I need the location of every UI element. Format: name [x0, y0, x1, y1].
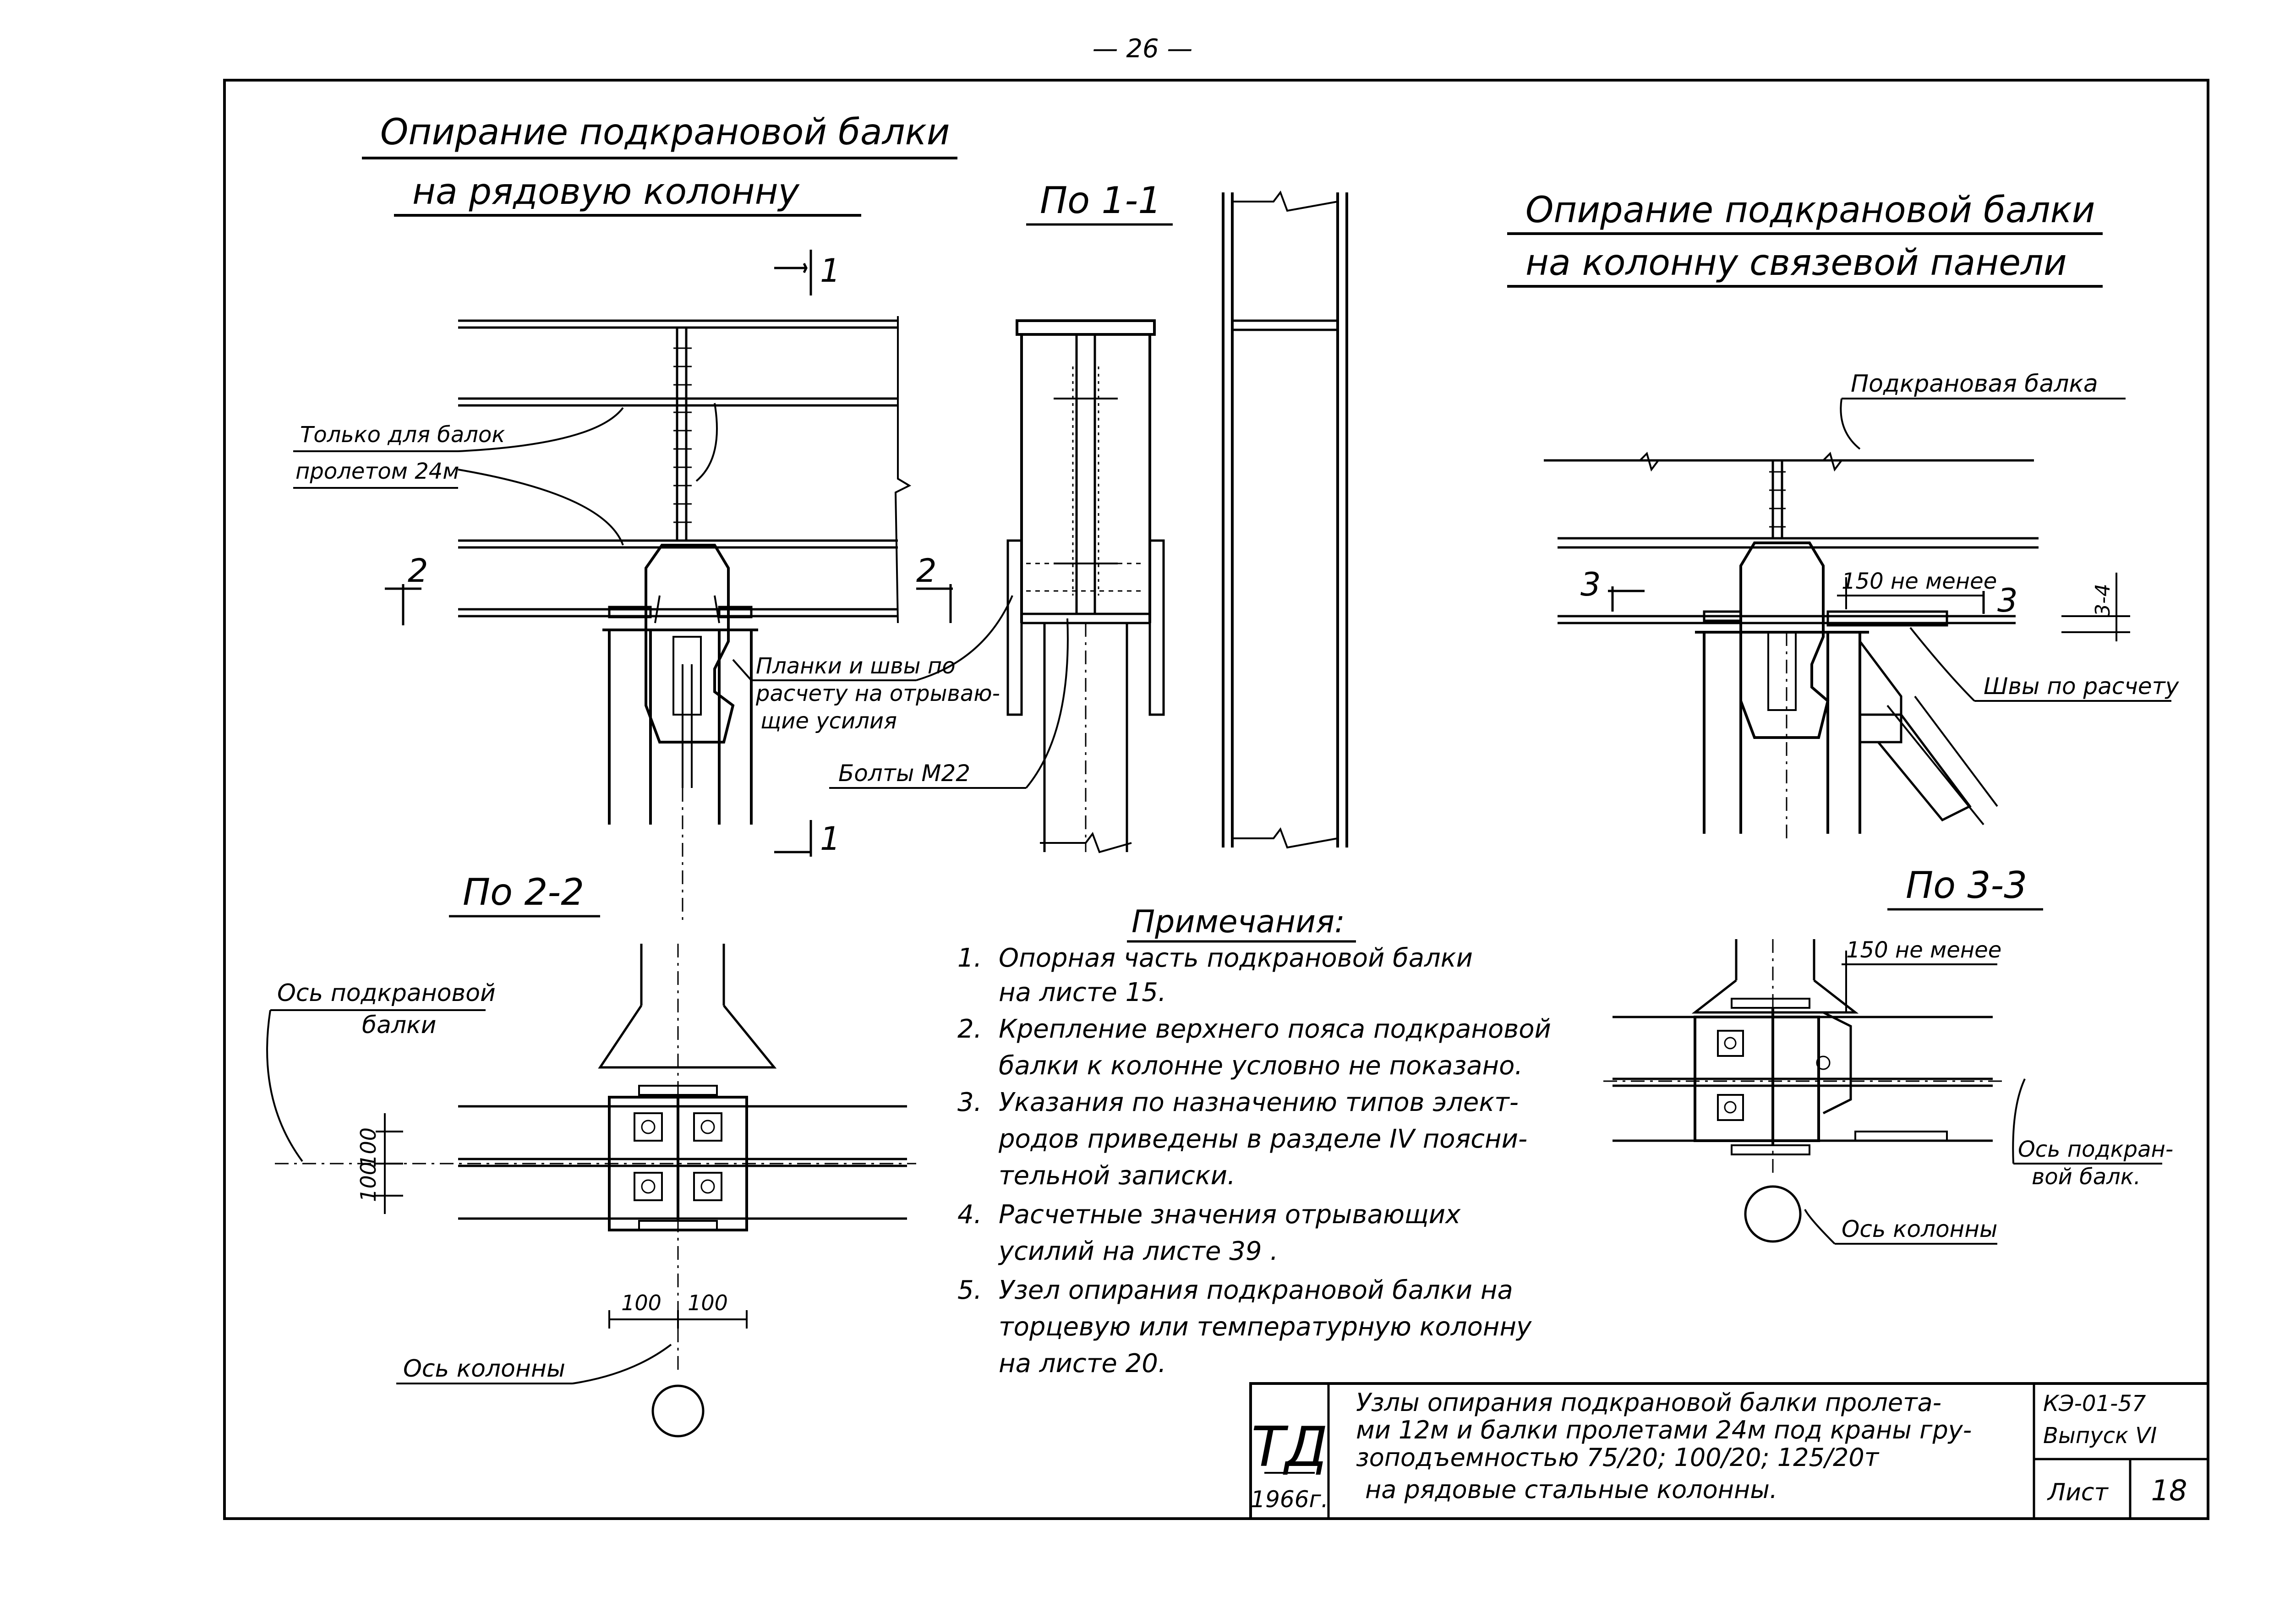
title-block-desc-line1: Узлы опирания подкрановой балки пролета-: [1356, 1388, 1941, 1417]
title-block-desc-line3: зоподъемностью 75/20; 100/20; 125/20т: [1356, 1443, 1880, 1472]
title-block-year: 1966г.: [1251, 1486, 1328, 1513]
section-2-2-label: По 2-2: [463, 871, 584, 913]
section-1-1-label: По 1-1: [1040, 179, 1161, 222]
view-section-1-1: По 1-1 Планки и швы по расчету н: [732, 179, 1348, 853]
note-5-line1: Узел опирания подкрановой балки на: [999, 1275, 1513, 1305]
title-right-line1: Опирание подкрановой балки: [1525, 190, 2095, 231]
view-section-3-3: По 3-3 150 не менее Ось подкран-: [1603, 864, 2173, 1245]
title-right: Опирание подкрановой балки на колонну св…: [1507, 190, 2103, 288]
label-crane-beam: Подкрановая балка: [1851, 370, 2098, 398]
label-column-axis-left: Ось колонны: [403, 1355, 565, 1383]
view-ordinary-column: 1 1 2 2 Только для балок пролетом 24м: [293, 250, 953, 921]
sheet-frame: [223, 79, 2209, 1520]
title-left-line2: на рядовую колонну: [412, 171, 800, 213]
dim-v100-bottom: 100: [356, 1162, 381, 1202]
title-block-desc-line4: на рядовые стальные колонны.: [1365, 1475, 1777, 1504]
dim-v100-top: 100: [356, 1127, 381, 1168]
label-beam-axis-right-line1: Ось подкран-: [2018, 1137, 2173, 1162]
column-axis-circle-right: [1744, 1185, 1802, 1243]
title-left-line1: Опирание подкрановой балки: [380, 112, 950, 153]
note-2-line2: балки к колонне условно не показано.: [999, 1051, 1523, 1081]
title-right-line2: на колонну связевой панели: [1525, 242, 2067, 284]
mark-2-right: 2: [916, 552, 937, 590]
label-plates-line1: Планки и швы по: [756, 653, 956, 679]
notes: Примечания: 1. Опорная часть подкрановой…: [957, 904, 1551, 1378]
mark-3-right: 3: [1997, 582, 2018, 619]
label-only-for-line2: пролетом 24м: [295, 459, 459, 484]
column-axis-circle-left: [651, 1384, 705, 1438]
mark-1-bottom: 1: [820, 820, 841, 858]
note-2-num: 2.: [957, 1014, 982, 1044]
note-3-num: 3.: [957, 1088, 982, 1117]
label-beam-axis-left-line2: балки: [362, 1012, 436, 1039]
note-1-line1: Опорная часть подкрановой балки: [999, 943, 1473, 973]
label-bolts: Болты М22: [838, 760, 970, 787]
dim-h100-right: 100: [688, 1290, 728, 1315]
note-1-line2: на листе 15.: [999, 978, 1166, 1007]
mark-1-top: 1: [820, 252, 841, 290]
title-block-sheet-label: Лист: [2047, 1479, 2109, 1506]
label-plates-line2: расчету на отрываю-: [755, 681, 1000, 706]
bolt-group: [634, 1112, 722, 1201]
label-not-less-1: 150 не менее: [1842, 569, 1997, 594]
title-block-issue: Выпуск VI: [2043, 1423, 2157, 1449]
title-block-desc-line2: ми 12м и балки пролетами 24м под краны г…: [1356, 1416, 1972, 1444]
title-left: Опирание подкрановой балки на рядовую ко…: [362, 112, 957, 217]
note-4-num: 4.: [957, 1200, 982, 1230]
note-3-line1: Указания по назначению типов элект-: [999, 1088, 1519, 1117]
note-5-num: 5.: [957, 1275, 982, 1305]
label-beam-axis-left-line1: Ось подкрановой: [277, 979, 496, 1007]
note-2-line1: Крепление верхнего пояса подкрановой: [999, 1014, 1551, 1044]
label-beam-axis-right-line2: вой балк.: [2032, 1164, 2141, 1190]
dim-h100-left: 100: [621, 1290, 661, 1315]
note-4-line1: Расчетные значения отрывающих: [999, 1200, 1461, 1230]
note-3-line2: родов приведены в разделе IV поясни-: [998, 1124, 1527, 1154]
section-3-3-label: По 3-3: [1906, 864, 2027, 907]
label-column-axis-right: Ось колонны: [1842, 1216, 1997, 1242]
note-1-num: 1.: [957, 943, 982, 973]
label-welds: Швы по расчету: [1984, 673, 2180, 700]
note-5-line2: торцевую или температурную колонну: [999, 1312, 1532, 1342]
page-number: — 26 —: [1093, 34, 1193, 64]
view-bracing-column: Подкрановая балка 3 3: [1544, 370, 2180, 838]
logo-td: ТД: [1251, 1416, 1328, 1479]
note-3-line3: тельной записки.: [999, 1161, 1235, 1191]
label-not-less-2: 150 не менее: [1846, 937, 2001, 963]
title-block: ТД 1966г. Узлы опирания подкрановой балк…: [1249, 1382, 2209, 1520]
view-section-2-2: По 2-2 100: [266, 871, 916, 1438]
label-only-for-line1: Только для балок: [300, 422, 505, 448]
title-block-code: КЭ-01-57: [2043, 1391, 2146, 1416]
dim-3-4: 3-4: [2091, 584, 2115, 617]
mark-2-left: 2: [408, 552, 428, 590]
note-4-line2: усилий на листе 39 .: [998, 1236, 1278, 1266]
notes-heading: Примечания:: [1132, 904, 1345, 940]
note-5-line3: на листе 20.: [999, 1349, 1166, 1378]
label-plates-line3: щие усилия: [760, 708, 897, 734]
mark-3-left: 3: [1580, 566, 1601, 603]
title-block-sheet-number: 18: [2151, 1474, 2187, 1507]
